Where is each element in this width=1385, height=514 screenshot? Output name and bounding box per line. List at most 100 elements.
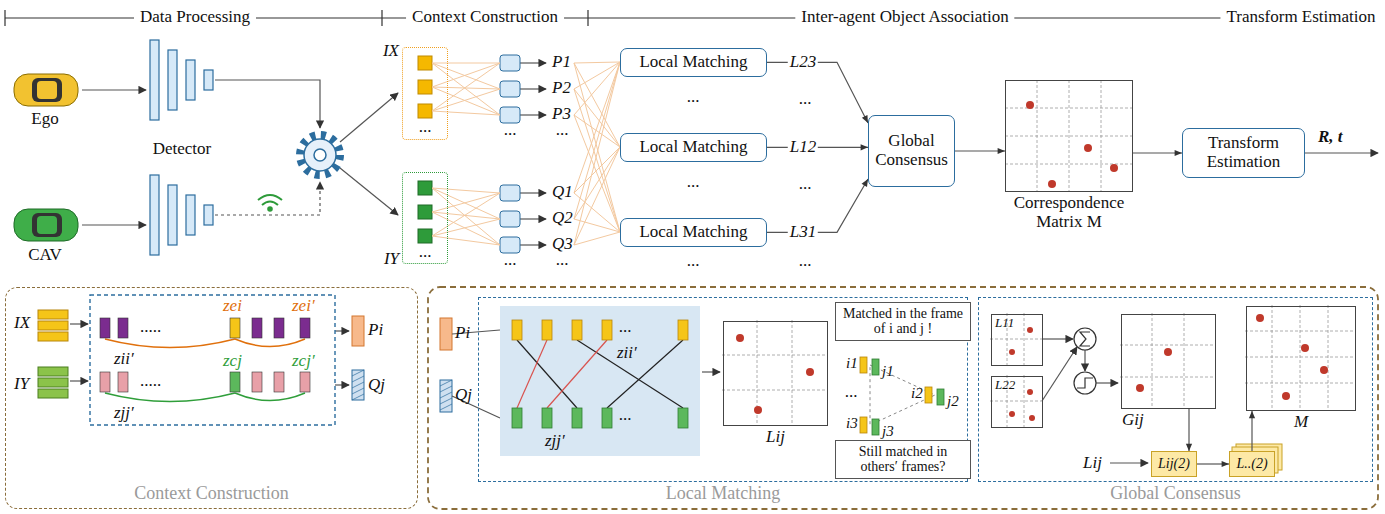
token-bar [860,417,867,433]
node-text: M [1294,413,1308,432]
context-arc [235,339,305,347]
match-line [517,340,577,408]
symbol-label: Lij [1083,454,1102,473]
text-label: Ego [31,110,58,129]
token-bar [872,359,879,375]
text-label: ... [799,90,812,109]
fan-line [574,62,620,245]
cav-car [14,209,78,241]
token-bar [274,318,284,338]
fan-line [432,236,500,245]
process-box: Local Matching [620,218,767,247]
ego-car [14,74,78,106]
symbol-label: zjj′ [545,432,565,451]
process-box: Local Matching [620,133,767,162]
text-label: ... [845,383,858,402]
detector-network [204,70,213,90]
match-dot [1301,344,1309,352]
arrow [70,63,1378,463]
arrow [215,80,320,128]
match-dot [1027,389,1033,395]
context-arc [105,339,305,402]
match-dot [736,334,744,342]
feature-stack [38,321,68,330]
token-bar [512,320,522,340]
symbol-label: R, t [1318,128,1343,147]
match-dot [1256,314,1264,322]
sum-node [1080,332,1090,346]
node-text: IX [383,42,399,61]
symbol-label: Qj [368,376,385,395]
match-line [517,340,547,408]
text-label: ... [687,173,700,192]
token-bar [602,408,612,428]
fan-line [432,63,500,111]
node-text: Gij [1122,411,1144,430]
threshold-node [1077,378,1093,388]
fan-line [574,193,620,232]
context-arc [105,393,235,402]
matrix-token: Lij(2) [1151,451,1197,477]
connector-line [452,330,500,418]
token-bar [118,318,128,338]
hatch [352,370,452,410]
encoder-box [500,81,520,97]
text-label: CAV [28,246,62,265]
detail-panel: Local MatchingLijMatched in the frame of… [478,297,968,482]
matrix-grid [1005,80,1133,192]
arrow [82,89,146,90]
arrow [1096,382,1118,383]
outer-panel [428,287,1378,509]
text-label: ... [799,252,812,271]
match-dot [1009,349,1015,355]
arrow [1084,350,1085,371]
matrix-box: Correspondence Matrix M [1005,80,1133,192]
token-bar [872,419,879,435]
feature-square [418,56,432,70]
token-bar [252,372,262,392]
fan-line [432,63,500,115]
symbol-label: zei [223,297,242,316]
node-text: IY [384,250,399,269]
detector-network [150,175,159,255]
fan-line [574,115,620,147]
fan-line [432,63,500,89]
text-label: ... [799,175,812,194]
sum-node [1074,328,1096,350]
symbol-label: P1 [552,53,571,72]
fan-line [432,193,500,212]
detector-network [150,40,213,255]
fan-line [432,111,500,115]
text-label: ..... [140,318,161,337]
text-label: ... [504,251,517,270]
match-dot [1084,144,1092,152]
arrow [82,224,146,225]
wifi-symbol [258,195,282,200]
detector-network [150,40,159,120]
symbol-label: j1 [882,363,894,380]
node-text: Still matched in others′ frames? [840,444,966,475]
ego-car [37,81,57,99]
arrow [520,88,546,89]
node-text: L11 [995,316,1014,330]
gear-icon [314,149,326,161]
cav-car [14,209,78,241]
fan-line [432,193,500,236]
graph-region [500,306,700,456]
match-line [607,340,683,408]
fan-line [432,219,500,236]
text-label: ... [556,251,569,270]
match-line [517,340,683,408]
match-dot [754,406,762,414]
encoder-box [500,185,520,201]
symbol-label: Qj [455,386,472,405]
cav-car [32,213,62,237]
node-text: Matched in the frame of i and j ! [840,306,966,337]
text-label: ... [419,243,432,262]
feature-square [418,205,432,219]
symbol-label: i1 [846,355,858,372]
text-label: ... [619,406,632,425]
encoder-box [500,211,520,227]
context-arc [105,339,235,348]
